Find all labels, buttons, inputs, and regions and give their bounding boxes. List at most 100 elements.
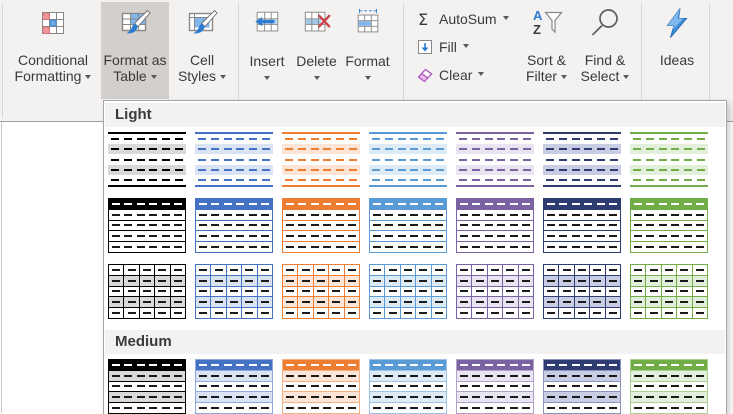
table-style-thumb-cell (155, 275, 171, 286)
table-style-header-banded-light-blue[interactable] (369, 359, 447, 414)
table-style-thumb-cell (416, 308, 432, 318)
table-style-banded-lines-orange[interactable] (282, 132, 360, 187)
table-style-thumb-cell (401, 297, 417, 308)
table-style-thumb-cell (590, 275, 606, 286)
dropdown-arrow-icon (85, 75, 92, 79)
table-style-thumb-row (283, 285, 359, 297)
table-style-thumb-cell (606, 308, 620, 318)
button-label: Table (113, 68, 147, 84)
table-style-thumb-row (109, 274, 185, 286)
table-style-header-outline-blue[interactable] (195, 198, 273, 253)
table-style-thumb-cell (693, 297, 707, 307)
delete-cells-button[interactable]: Delete (292, 2, 341, 99)
format-as-table-button[interactable]: Format as Table (101, 2, 169, 99)
button-label: Formatting (14, 68, 82, 84)
table-style-thumb-row (544, 285, 620, 297)
table-style-thumb-cell (590, 297, 606, 308)
dropdown-arrow-icon (561, 75, 568, 79)
format-cells-button[interactable]: Format (341, 2, 394, 99)
table-style-header-banded-purple[interactable] (456, 359, 534, 414)
table-style-thumb-row (370, 274, 446, 286)
table-style-thumb-row (456, 144, 534, 155)
table-style-header-outline-black[interactable] (108, 198, 186, 253)
table-style-thumb-cell (298, 286, 314, 297)
table-style-thumb-row (369, 164, 447, 175)
table-style-header-banded-black[interactable] (108, 359, 186, 414)
table-style-header-banded-green[interactable] (630, 359, 708, 414)
table-style-thumb-row (283, 208, 359, 220)
table-style-header-outline-green[interactable] (630, 198, 708, 253)
table-style-thumb-cell (416, 265, 432, 275)
table-style-banded-lines-light-blue[interactable] (369, 132, 447, 187)
autosum-sigma-icon: Σ (416, 10, 434, 29)
table-style-thumb-cell (559, 275, 575, 286)
sort-and-filter-button[interactable]: A Z Sort & Filter (518, 2, 575, 99)
table-style-thumb-cell (693, 308, 707, 318)
table-style-thumb-cell (124, 265, 140, 275)
table-style-thumb-cell (559, 297, 575, 308)
table-style-thumb-cell (298, 275, 314, 286)
table-style-thumb-row (283, 241, 359, 252)
button-label: Styles (177, 68, 217, 84)
table-style-thumb-cell (298, 265, 314, 275)
table-style-thumb-cell (211, 297, 227, 308)
table-style-thumb-row (544, 199, 620, 209)
table-style-grid-blue[interactable] (195, 264, 273, 319)
table-style-thumb-cell (662, 286, 678, 297)
table-style-grid-navy[interactable] (543, 264, 621, 319)
table-style-thumb-row (631, 402, 707, 413)
table-style-thumb-cell (488, 286, 504, 297)
table-style-grid-light-blue[interactable] (369, 264, 447, 319)
ideas-lightning-icon (661, 7, 693, 39)
table-style-header-outline-light-blue[interactable] (369, 198, 447, 253)
table-style-thumb-cell (385, 297, 401, 308)
table-style-header-banded-orange[interactable] (282, 359, 360, 414)
table-style-grid-green[interactable] (630, 264, 708, 319)
table-style-banded-lines-black[interactable] (108, 132, 186, 187)
table-style-thumb-row (631, 219, 707, 231)
table-style-grid-black[interactable] (108, 264, 186, 319)
table-style-thumb-cell (211, 265, 227, 275)
table-style-thumb-row (196, 219, 272, 231)
table-style-thumb-cell (519, 265, 533, 275)
table-style-thumb-cell (345, 308, 359, 318)
table-style-header-outline-navy[interactable] (543, 198, 621, 253)
clear-button[interactable]: Clear (413, 62, 487, 87)
table-style-thumb-row (456, 134, 534, 144)
table-style-banded-lines-blue[interactable] (195, 132, 273, 187)
table-style-thumb-cell (370, 275, 386, 286)
find-and-select-button[interactable]: Find & Select (575, 2, 635, 99)
table-style-header-outline-orange[interactable] (282, 198, 360, 253)
table-style-thumb-cell (124, 308, 140, 318)
table-style-thumb-cell (171, 287, 185, 297)
table-style-banded-lines-green[interactable] (630, 132, 708, 187)
table-style-thumb-cell (590, 308, 606, 318)
table-style-header-banded-blue[interactable] (195, 359, 273, 414)
cell-styles-button[interactable]: Cell Styles (170, 2, 234, 99)
table-style-header-outline-purple[interactable] (456, 198, 534, 253)
table-style-thumb-cell (646, 265, 662, 275)
table-style-thumb-cell (345, 276, 359, 286)
table-style-banded-lines-navy[interactable] (543, 132, 621, 187)
table-style-thumb-cell (329, 286, 345, 297)
insert-cells-button[interactable]: Insert (242, 2, 292, 99)
table-style-thumb-row (543, 175, 621, 185)
table-style-thumb-cell (472, 265, 488, 275)
conditional-formatting-button[interactable]: Conditional Formatting (6, 2, 100, 99)
table-style-grid-orange[interactable] (282, 264, 360, 319)
table-style-thumb-cell (631, 308, 647, 318)
autosum-button[interactable]: Σ AutoSum (413, 6, 512, 31)
table-style-thumb-row (196, 230, 272, 241)
dropdown-arrow-icon (263, 76, 270, 80)
table-style-grid-purple[interactable] (456, 264, 534, 319)
svg-text:A: A (533, 8, 543, 23)
table-style-thumb-cell (227, 275, 243, 286)
table-style-thumb-cell (488, 297, 504, 308)
fill-button[interactable]: Fill (413, 34, 472, 59)
table-style-thumb-cell (385, 308, 401, 318)
table-style-thumb-cell (544, 308, 560, 318)
table-style-thumb-row (631, 274, 707, 286)
table-style-header-banded-navy[interactable] (543, 359, 621, 414)
table-style-banded-lines-purple[interactable] (456, 132, 534, 187)
ideas-button[interactable]: Ideas (648, 2, 706, 99)
